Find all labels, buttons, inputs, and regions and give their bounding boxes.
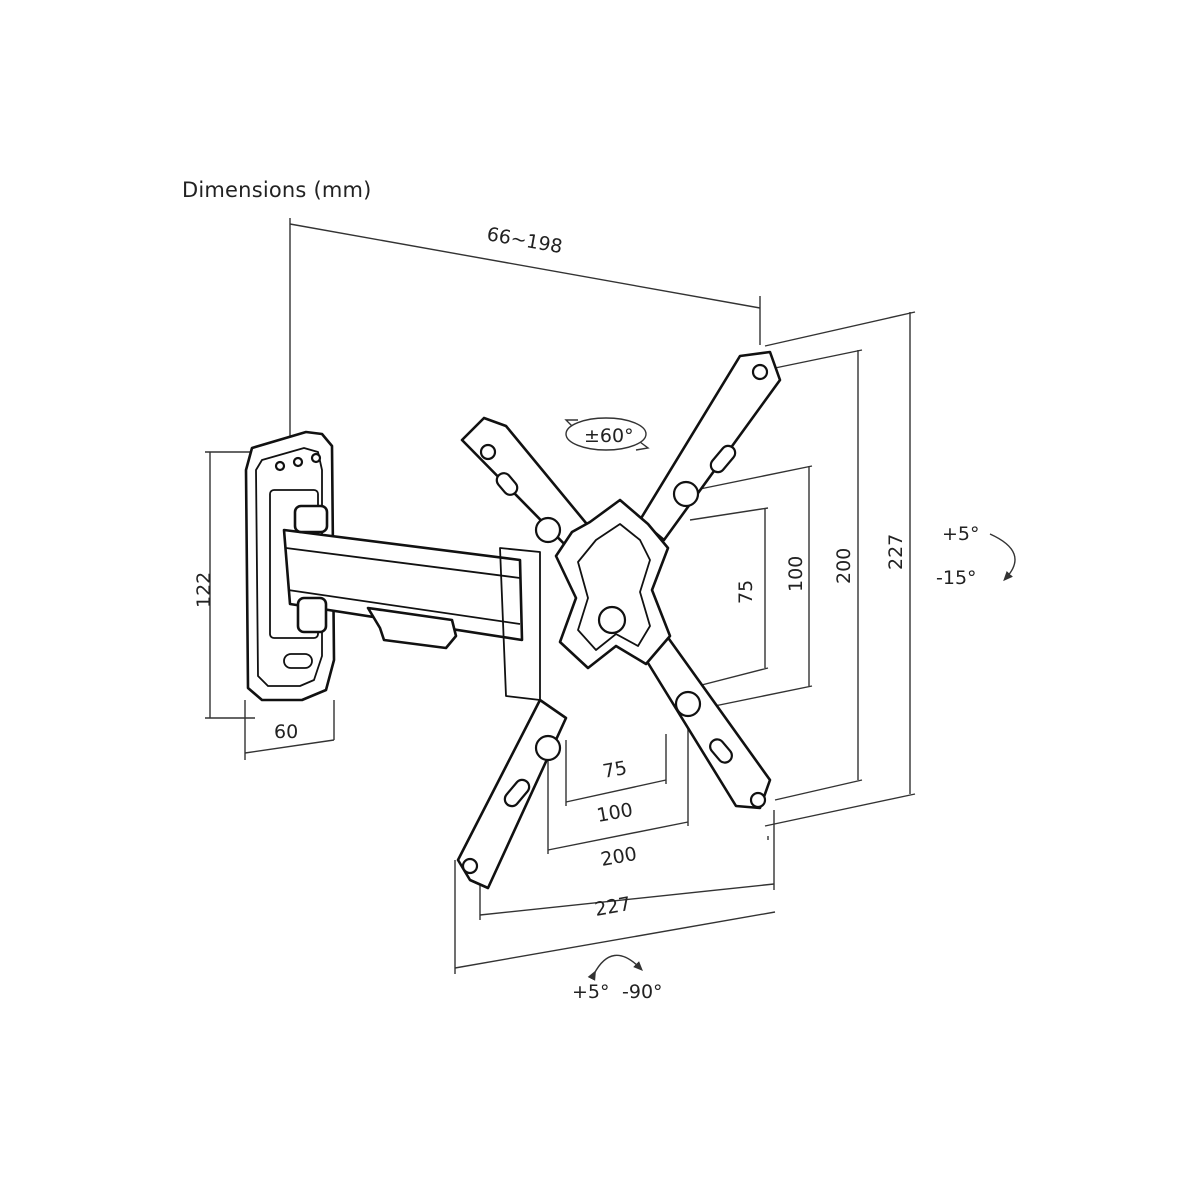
screw-hole-icon: [292, 456, 304, 468]
vesa-v-100-label: 100: [785, 556, 807, 592]
wall-plate-height-label: 122: [193, 572, 215, 608]
screw-hole-icon: [672, 480, 700, 508]
screw-hole-icon: [479, 443, 497, 461]
diagram-title: Dimensions (mm): [182, 178, 372, 202]
swing-arm: [282, 504, 541, 701]
screw-hole-icon: [310, 452, 322, 464]
vesa-h-75-label: 75: [601, 757, 629, 783]
tilt-up-label: +5°: [942, 523, 980, 545]
vesa-v-200-label: 200: [833, 548, 855, 584]
swivel-symbol: [587, 954, 643, 981]
vesa-bracket: [456, 350, 782, 890]
rotate-symbol: [564, 417, 650, 451]
extension-label: 66~198: [485, 223, 564, 258]
screw-hole-icon: [534, 734, 562, 762]
tilt-down-label: -15°: [936, 567, 977, 589]
vesa-h-200-label: 200: [599, 843, 639, 871]
rotate-label: ±60°: [584, 425, 634, 447]
vesa-v-227-label: 227: [885, 534, 907, 570]
vesa-h-100-label: 100: [595, 799, 635, 827]
swivel-left-label: +5°: [572, 981, 610, 1003]
screw-hole-icon: [749, 791, 767, 809]
vesa-h-227-label: 227: [593, 893, 633, 921]
tilt-symbol: [989, 533, 1016, 582]
dimension-lines: [205, 218, 916, 974]
screw-hole-icon: [461, 857, 479, 875]
center-hole-icon: [597, 605, 627, 635]
screw-hole-icon: [274, 460, 286, 472]
swivel-right-label: -90°: [622, 981, 663, 1003]
screw-hole-icon: [751, 363, 769, 381]
wall-plate-width-label: 60: [274, 721, 298, 743]
screw-hole-icon: [534, 516, 562, 544]
screw-hole-icon: [674, 690, 702, 718]
vesa-v-75-label: 75: [735, 580, 757, 604]
